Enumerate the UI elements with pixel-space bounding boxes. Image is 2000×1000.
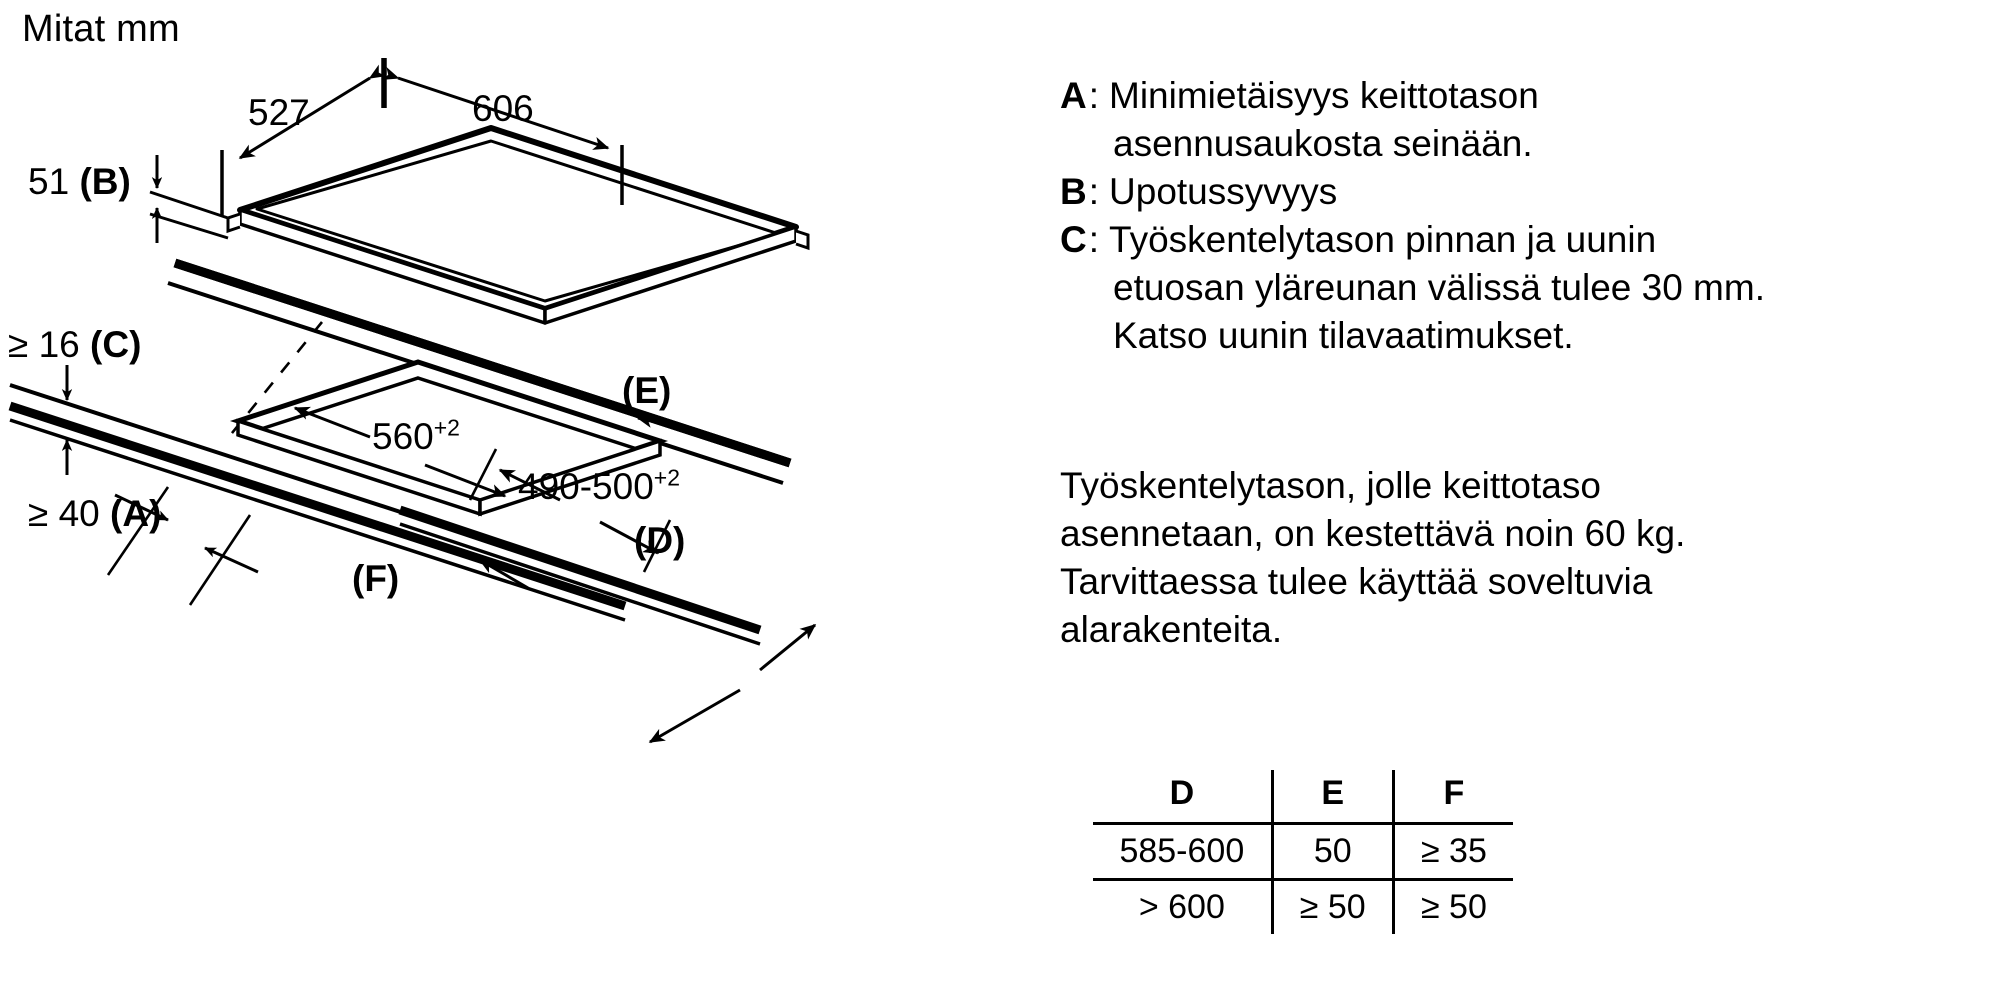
table-header-f: F [1393,770,1513,825]
dimension-label-560: 560+2 [372,414,460,457]
legend-text-c-line2: etuosan yläreunan välissä tulee 30 mm. [1113,267,1765,308]
legend-text-b-line1: Upotussyvyys [1109,171,1338,212]
legend-colon-c: : [1088,219,1100,260]
table-header-e: E [1270,770,1395,825]
reference-label-e: (E) [622,370,672,411]
table-cell-d-1: 585-600 [1093,823,1273,881]
legend-item-a: A:Minimietäisyys keittotason [1060,72,1980,120]
legend-block: A:Minimietäisyys keittotason asennusauko… [1060,72,1980,360]
dimension-51-value: 51 [28,161,70,202]
legend-text-c-line1: Työskentelytason pinnan ja uunin [1109,219,1657,260]
legend-text-c-line3: Katso uunin tilavaatimukset. [1113,315,1574,356]
table-header-d: D [1093,770,1273,825]
dimension-label-min40-a: ≥ 40 (A) [28,495,161,532]
table-header-row: D E F [1093,770,1513,825]
leader-d [648,623,817,744]
note-line-2: asennetaan, on kestettävä noin 60 kg. [1060,513,1686,554]
legend-colon-a: : [1088,75,1100,116]
legend-text-a-line1: Minimietäisyys keittotason [1109,75,1539,116]
dimension-490-500-value: 490-500 [518,466,654,507]
note-block: Työskentelytason, jolle keittotaso asenn… [1060,462,1960,654]
legend-item-b: B:Upotussyvyys [1060,168,1980,216]
table-cell-d-2: > 600 [1138,888,1225,926]
table-cell-e-1: 50 [1270,823,1395,881]
exploded-view-drawing [8,58,817,744]
dimension-label-490-500: 490-500+2 [518,464,681,507]
dimension-label-min16-c: ≥ 16 (C) [8,326,141,363]
worktop-with-cutout [8,258,792,646]
dimension-490-500-tolerance: +2 [653,464,681,491]
dimensions-table: D E F 585-600 50 ≥ 35 > 600 ≥ 50 ≥ 50 [1093,770,1513,934]
dimension-560-tolerance: +2 [433,414,460,441]
dimension-560-value: 560 [372,416,434,457]
dimension-606 [382,58,624,205]
drawing-pane: Mitat mm [8,8,817,744]
dimension-min16-ref: (C) [90,324,142,365]
dimension-min40-value: ≥ 40 [28,493,100,534]
dimension-490-500 [468,448,672,573]
legend-key-a: A [1060,75,1087,116]
reference-label-d: (D) [634,520,686,561]
legend-text-a-line2: asennusaukosta seinään. [1113,123,1533,164]
leader-f [478,558,529,590]
legend-key-b: B [1060,171,1087,212]
cooktop-body [226,125,810,325]
table-row: 585-600 50 ≥ 35 [1093,823,1513,881]
dimension-label-527: 527 [248,92,310,133]
note-line-3: Tarvittaessa tulee käyttää soveltuvia [1060,561,1653,602]
note-line-1: Työskentelytason, jolle keittotaso [1060,465,1601,506]
dimension-min40-ref: (A) [110,493,162,534]
dimension-min16-value: ≥ 16 [8,324,80,365]
legend-item-c: C:Työskentelytason pinnan ja uunin [1060,216,1980,264]
dimension-51-ref: (B) [79,161,131,202]
dimension-label-606: 606 [472,88,534,129]
legend-colon-b: : [1088,171,1100,212]
note-line-4: alarakenteita. [1060,609,1283,650]
dimension-min40-a [106,486,259,606]
page-title: Mitat mm [22,8,180,50]
dimension-label-51-b: 51 (B) [28,163,131,200]
table-cell-e-2: ≥ 50 [1270,879,1395,934]
dimension-51-b [149,155,229,243]
text-pane: A:Minimietäisyys keittotason asennusauko… [1040,0,1980,1000]
legend-key-c: C [1060,219,1087,260]
reference-label-f: (F) [352,558,400,599]
dimension-560 [293,406,507,498]
table-row: > 600 ≥ 50 ≥ 50 [1093,879,1513,934]
table-cell-f-2: ≥ 50 [1420,888,1487,926]
leader-e [636,414,701,434]
table-cell-f-1: ≥ 35 [1393,823,1513,881]
